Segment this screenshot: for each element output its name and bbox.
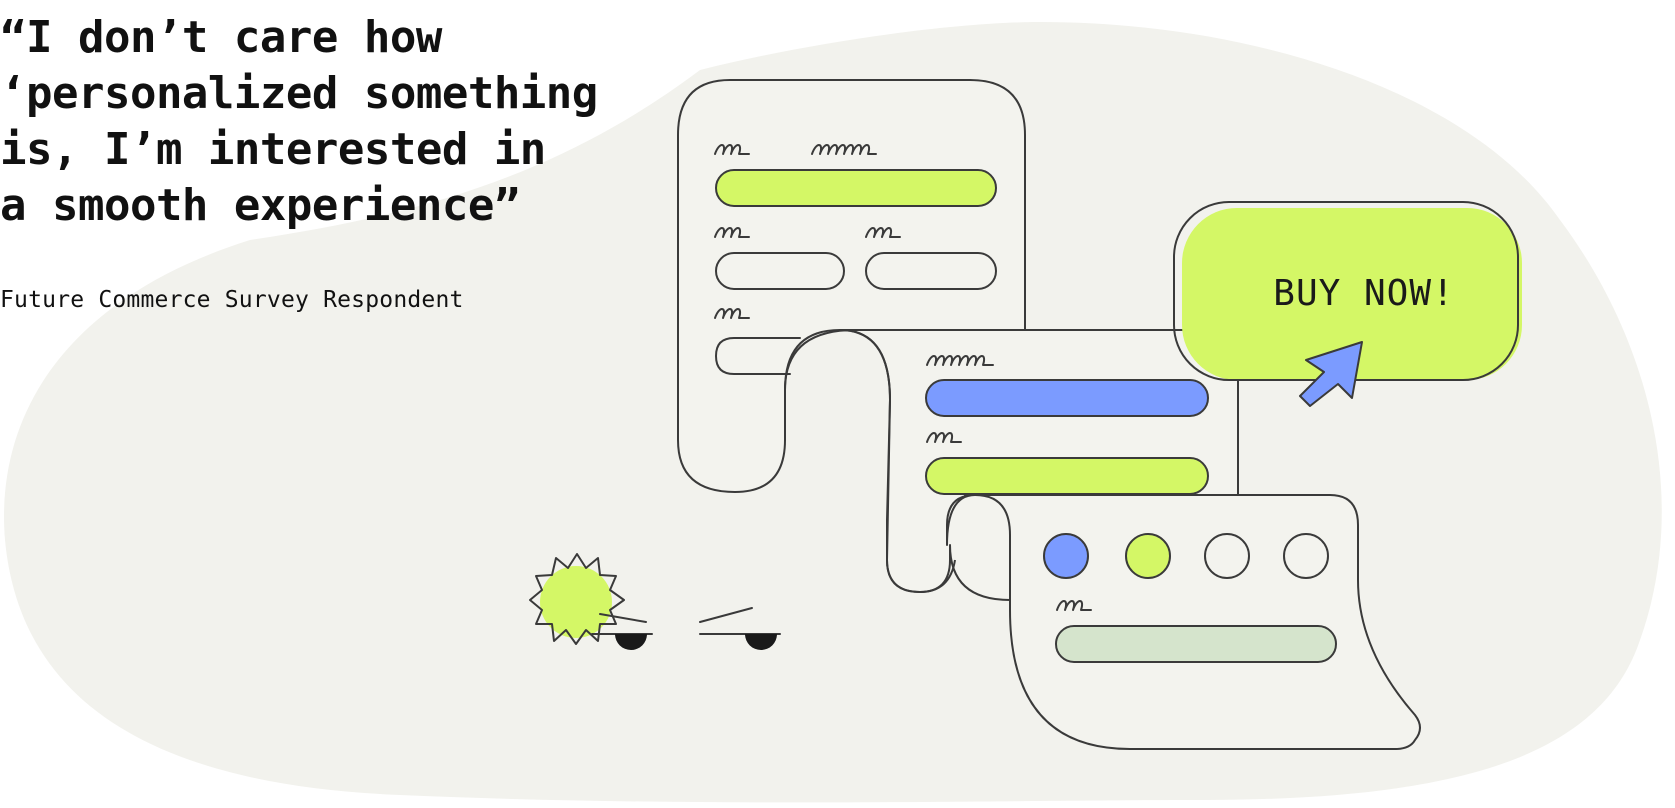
field-partial (715, 337, 801, 375)
face-eyes (591, 607, 781, 650)
option-dot-empty (1283, 533, 1329, 579)
option-dot-empty (1204, 533, 1250, 579)
field-empty (865, 252, 997, 290)
field-empty (715, 252, 845, 290)
form-card-front (946, 494, 1421, 750)
squiggle-label (865, 227, 901, 238)
field-sage (1055, 625, 1337, 663)
option-dot-lime (1125, 533, 1171, 579)
eyebrow (699, 607, 753, 623)
form-card-back (677, 79, 1026, 493)
field-lime (925, 457, 1209, 495)
field-lime (715, 169, 997, 207)
squiggle-label (926, 432, 962, 443)
squiggle-label (1056, 600, 1092, 611)
squiggle-label (926, 355, 994, 366)
field-blue (925, 379, 1209, 417)
quote-text: “I don’t care how ‘personalized somethin… (0, 12, 598, 231)
squiggle-label (811, 144, 877, 155)
squiggle-label (714, 227, 750, 238)
pupil (615, 634, 647, 650)
buy-now-label: BUY NOW! (1273, 273, 1454, 314)
pupil (745, 634, 777, 650)
eyebrow (599, 613, 647, 623)
squiggle-label (714, 308, 750, 319)
squiggle-label (714, 144, 750, 155)
quote-attribution: Future Commerce Survey Respondent (0, 287, 464, 313)
cursor-arrow-icon (1299, 341, 1363, 407)
starburst-icon (529, 553, 625, 645)
option-dot-blue (1043, 533, 1089, 579)
